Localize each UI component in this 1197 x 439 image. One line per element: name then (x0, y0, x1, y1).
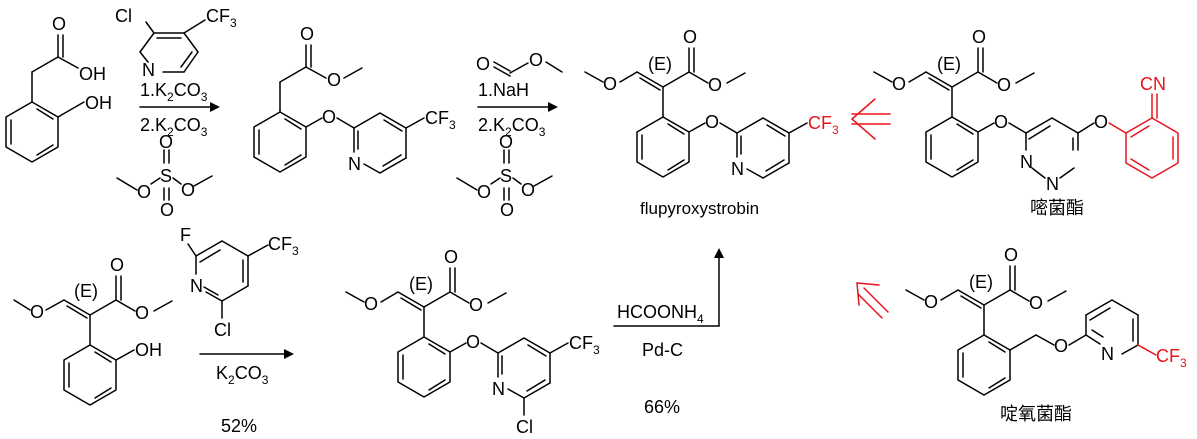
atom-label: N (492, 379, 505, 399)
atom-label: F (180, 225, 191, 245)
retro-arrow-top (851, 98, 891, 140)
reagent-text: Pd-C (642, 340, 683, 360)
atom-label: O (181, 180, 195, 200)
reagent-chloro-cf3-pyridine: Cl N CF3 (115, 6, 237, 80)
atom-label: O (924, 292, 938, 312)
atom-label: O (683, 27, 697, 47)
reaction-arrow-step2: 1.NaH 2.K2CO3 (477, 80, 558, 139)
atom-label: O (1004, 245, 1018, 265)
reagent-text: 2.K2CO3 (478, 115, 546, 139)
reagent-methyl-formate: O O (476, 50, 563, 77)
atom-label: O (160, 200, 174, 220)
atom-label: Cl (115, 6, 132, 26)
atom-label: OH (135, 340, 162, 360)
atom-label: Cl (516, 417, 533, 437)
atom-label: O (994, 112, 1008, 132)
atom-label: CF3 (425, 108, 456, 132)
stereo-label: (E) (409, 274, 433, 294)
atom-label: CN (1140, 74, 1166, 94)
reagent-dimethyl-sulfate: O O S O O (116, 132, 213, 220)
compound-hydroxyphenylacetic-acid: O OH OH (5, 14, 112, 163)
yield-label: 66% (644, 397, 680, 417)
atom-label: N (348, 154, 361, 174)
atom-label: O (30, 302, 44, 322)
atom-label: O (529, 50, 543, 70)
reagent-text: K2CO3 (216, 363, 269, 387)
reagent-text: 1.K2CO3 (140, 80, 208, 104)
reaction-arrow-hydrogenolysis: HCOONH4 Pd-C 66% (613, 248, 724, 417)
atom-label: Cl (214, 320, 231, 340)
atom-label: O (1094, 112, 1108, 132)
atom-label: N (1046, 174, 1059, 194)
stereo-label: (E) (648, 54, 672, 74)
atom-label: O (52, 14, 66, 34)
atom-label: CF3 (268, 234, 299, 258)
reaction-arrow-bottom-step1: K2CO3 52% (199, 349, 294, 436)
stereo-label: (E) (74, 281, 98, 301)
retro-arrow-bottom (856, 282, 889, 319)
atom-label: CF3 (808, 113, 839, 137)
atom-label: CF3 (1156, 346, 1187, 370)
compound-chloropyridyl-ether: O (E) O O O N CF3 Cl (345, 247, 600, 437)
atom-label: S (160, 166, 172, 186)
compound-name-label: 嘧菌酯 (1030, 198, 1084, 219)
atom-label: O (322, 107, 336, 127)
atom-label: O (603, 74, 617, 94)
atom-label: OH (85, 93, 112, 113)
compound-enol-ether-phenol: O (E) O O OH (13, 255, 173, 406)
compound-flupyroxystrobin: O (E) O O O N CF3 flupyroxystrobin (584, 27, 839, 218)
atom-label: O (327, 70, 341, 90)
compound-pyridyl-ether-ester: O O O N CF3 (253, 24, 456, 174)
product-name-label: flupyroxystrobin (640, 199, 759, 218)
atom-label: CF3 (569, 333, 600, 357)
atom-label: N (1020, 152, 1033, 172)
yield-label: 52% (221, 416, 257, 436)
atom-label: O (972, 27, 986, 47)
reaction-arrow-step1: 1.K2CO3 2.K2CO3 (139, 80, 220, 139)
reagent-text: 1.NaH (478, 80, 529, 100)
atom-label: O (159, 132, 173, 152)
atom-label: N (142, 60, 155, 80)
atom-label: O (466, 332, 480, 352)
atom-label: O (997, 75, 1011, 95)
atom-label: O (110, 255, 124, 275)
atom-label: O (364, 294, 378, 314)
compound-azoxystrobin: O (E) O O O N N O CN 嘧菌酯 (873, 27, 1179, 219)
stereo-label: (E) (937, 54, 961, 74)
stereo-label: (E) (969, 272, 993, 292)
reagent-text: 2.K2CO3 (140, 115, 208, 139)
atom-label: O (476, 54, 490, 74)
atom-label: O (444, 247, 458, 267)
atom-label: O (477, 182, 491, 202)
atom-label: O (708, 75, 722, 95)
atom-label: O (1054, 336, 1068, 356)
atom-label: N (1101, 344, 1114, 364)
reagent-text: HCOONH4 (617, 302, 704, 326)
atom-label: O (135, 303, 149, 323)
atom-label: O (469, 295, 483, 315)
atom-label: O (892, 74, 906, 94)
reagent-dimethyl-sulfate: O O S O O (456, 132, 553, 220)
compound-name-label: 啶氧菌酯 (1000, 404, 1072, 425)
reagent-fluoro-chloro-cf3-pyridine: F N CF3 Cl (180, 225, 299, 340)
atom-label: O (1029, 293, 1043, 313)
compound-picoxystrobin: O (E) O O O N CF3 啶氧菌酯 (905, 245, 1187, 425)
atom-label: O (300, 24, 314, 44)
atom-label: O (499, 132, 513, 152)
atom-label: CF3 (206, 6, 237, 30)
atom-label: N (190, 276, 203, 296)
atom-label: O (521, 180, 535, 200)
atom-label: O (137, 182, 151, 202)
atom-label: N (731, 159, 744, 179)
atom-label: O (705, 112, 719, 132)
atom-label: S (500, 166, 512, 186)
atom-label: OH (79, 64, 106, 84)
atom-label: O (500, 200, 514, 220)
